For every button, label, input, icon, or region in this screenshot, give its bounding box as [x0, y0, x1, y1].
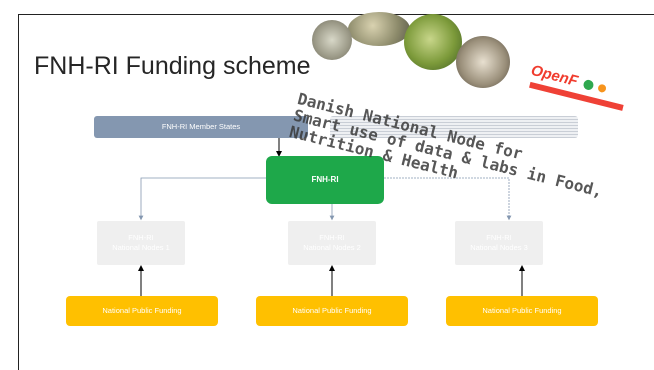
slide-frame-left — [18, 14, 19, 370]
food-image-1 — [348, 12, 410, 46]
national-node-2-box: FNH-RI National Nodes 2 — [288, 221, 376, 265]
orange-icon — [597, 83, 608, 94]
apple-icon — [582, 78, 595, 91]
node-2-line1: FNH-RI — [319, 233, 345, 242]
national-node-1-box: FNH-RI National Nodes 1 — [97, 221, 185, 265]
food-image-2 — [404, 14, 462, 70]
fnhri-central-box: FNH-RI — [266, 156, 384, 204]
node-3-line1: FNH-RI — [486, 233, 512, 242]
national-funding-box-3: National Public Funding — [446, 296, 598, 326]
node-2-line2: National Nodes 2 — [303, 243, 361, 252]
slide-frame-top — [18, 14, 654, 15]
national-funding-box-1: National Public Funding — [66, 296, 218, 326]
node-3-line2: National Nodes 3 — [470, 243, 528, 252]
member-states-box: FNH-RI Member States — [94, 116, 308, 138]
ghost-bar — [330, 116, 578, 138]
slide-title: FNH-RI Funding scheme — [34, 52, 311, 80]
node-1-line1: FNH-RI — [128, 233, 154, 242]
fnhri-to-node1-connector — [138, 177, 266, 221]
node-1-line2: National Nodes 1 — [112, 243, 170, 252]
food-image-3 — [456, 36, 510, 88]
food-image-4 — [312, 20, 352, 60]
national-node-3-box: FNH-RI National Nodes 3 — [455, 221, 543, 265]
national-funding-box-2: National Public Funding — [256, 296, 408, 326]
fnhri-to-node3-connector — [384, 177, 512, 221]
